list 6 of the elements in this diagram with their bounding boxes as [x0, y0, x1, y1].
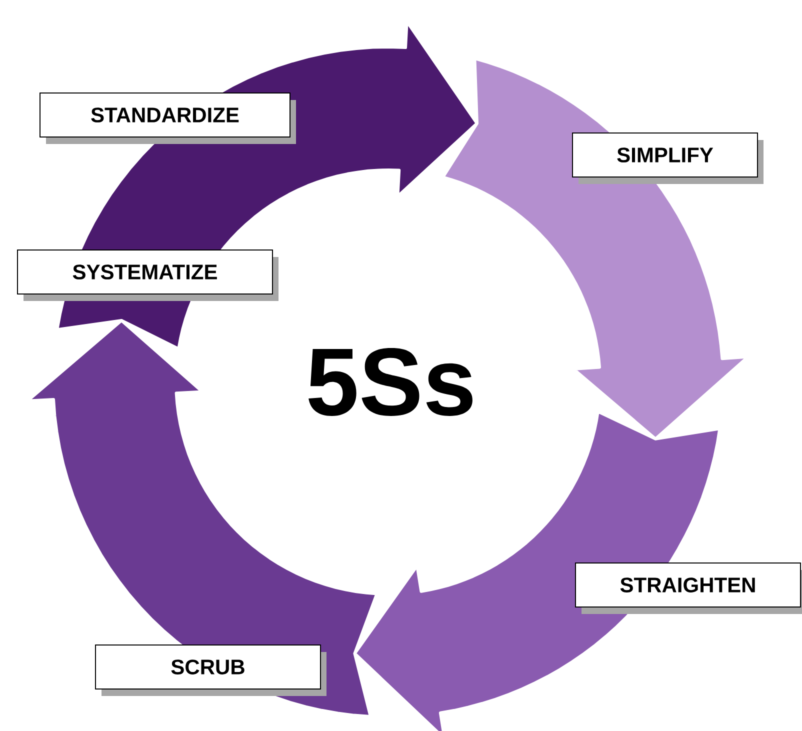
label-box: SCRUB — [95, 644, 326, 696]
center-title: 5Ss — [308, 348, 472, 416]
label-box: STANDARDIZE — [40, 92, 296, 144]
label-box: SYSTEMATIZE — [17, 250, 278, 301]
label-box: STRAIGHTEN — [575, 562, 802, 614]
label-box: SIMPLIFY — [572, 132, 764, 184]
